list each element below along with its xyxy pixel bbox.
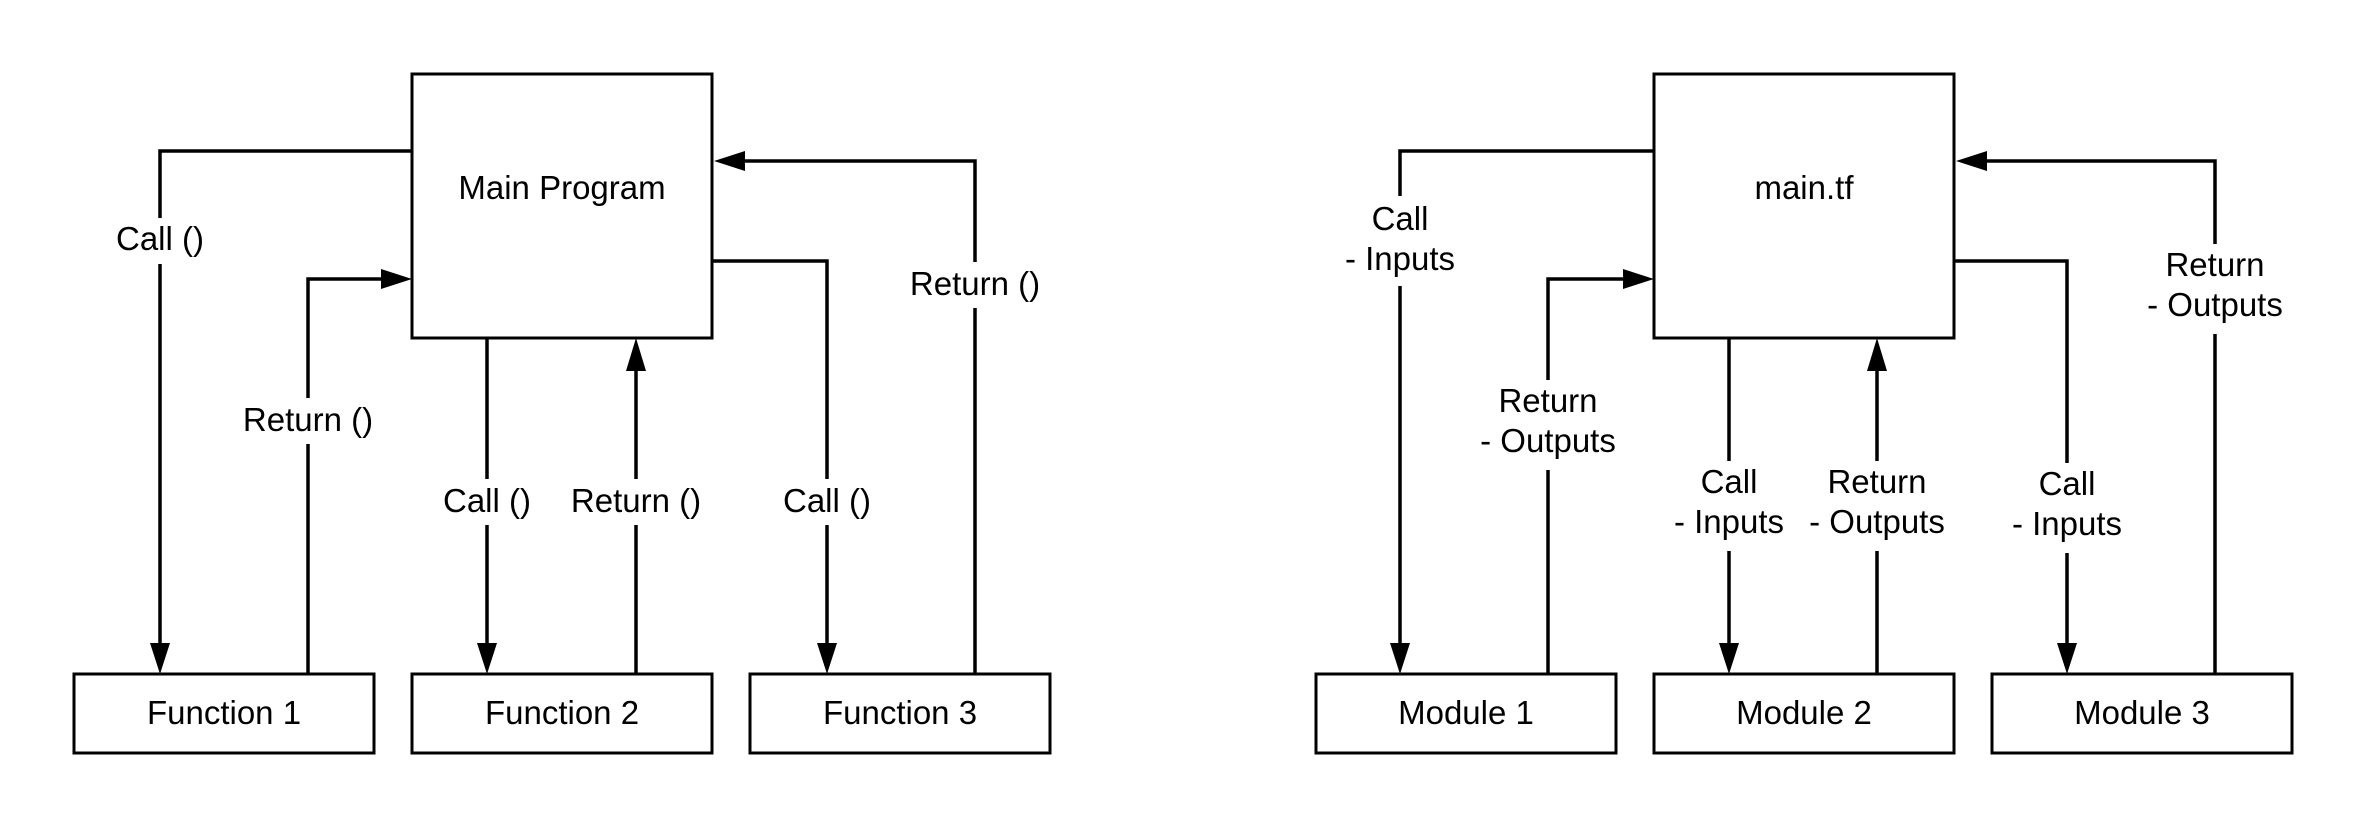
function-1-box [72, 672, 376, 755]
function-1-label: Function 1 [147, 694, 301, 731]
arrowhead-left-main-tf [1956, 151, 1987, 171]
arrowhead-down-module-2 [1719, 643, 1739, 674]
arrowhead-down-function-1 [150, 643, 170, 674]
function-2-box [410, 672, 714, 755]
edge-label-return-outputs-1: Return - Outputs [1473, 380, 1623, 470]
arrowhead-right-main-tf [1623, 269, 1654, 289]
edge-label-return-outputs-3: Return - Outputs [2140, 244, 2290, 334]
arrowhead-down-module-3 [2057, 643, 2077, 674]
left-diagram: Main Program Function 1 Function 2 Funct… [72, 72, 1052, 755]
arrowhead-left-main [714, 151, 745, 171]
svg-text:Call: Call [2039, 465, 2096, 502]
module-2-box [1652, 672, 1956, 755]
svg-text:- Inputs: - Inputs [2012, 505, 2122, 542]
svg-text:Call: Call [1372, 200, 1429, 237]
edge-label-call-inputs-3: Call - Inputs [2002, 463, 2132, 553]
right-diagram: main.tf Module 1 Module 2 Module 3 Call … [1314, 72, 2294, 755]
svg-text:- Inputs: - Inputs [1345, 240, 1455, 277]
edge-function-3-to-main [740, 159, 977, 674]
svg-text:Call (): Call () [443, 482, 531, 519]
svg-text:- Inputs: - Inputs [1674, 503, 1784, 540]
edge-label-call-inputs-2: Call - Inputs [1664, 461, 1794, 551]
main-tf-box [1652, 72, 1956, 340]
arrowhead-right-main [381, 269, 412, 289]
arrowhead-down-function-3 [817, 643, 837, 674]
main-tf-label: main.tf [1754, 169, 1854, 206]
svg-text:Return (): Return () [243, 401, 373, 438]
edge-label-return-outputs-2: Return - Outputs [1802, 461, 1952, 551]
edge-module-1-to-main-tf [1546, 277, 1628, 674]
edge-label-return-1: Return () [238, 398, 378, 444]
edge-function-1-to-main [306, 277, 386, 674]
svg-text:Call (): Call () [783, 482, 871, 519]
module-1-label: Module 1 [1398, 694, 1534, 731]
edge-label-call-3: Call () [775, 479, 879, 525]
edge-label-call-2: Call () [435, 479, 539, 525]
svg-text:Return: Return [1498, 382, 1597, 419]
edge-main-to-function-1 [158, 149, 412, 648]
module-3-box [1990, 672, 2294, 755]
svg-text:- Outputs: - Outputs [1480, 422, 1616, 459]
function-3-box [748, 672, 1052, 755]
svg-text:Call: Call [1701, 463, 1758, 500]
function-2-label: Function 2 [485, 694, 639, 731]
edge-label-return-2: Return () [566, 479, 706, 525]
main-program-box [410, 72, 714, 340]
edge-module-3-to-main-tf [1982, 159, 2217, 674]
svg-text:Return (): Return () [571, 482, 701, 519]
edge-main-to-function-3 [712, 259, 829, 648]
svg-text:- Outputs: - Outputs [2147, 286, 2283, 323]
arrowhead-up-main [626, 338, 646, 371]
module-3-label: Module 3 [2074, 694, 2210, 731]
module-2-label: Module 2 [1736, 694, 1872, 731]
edge-label-call-1: Call () [108, 218, 212, 264]
svg-text:Return: Return [1827, 463, 1926, 500]
svg-text:Return (): Return () [910, 265, 1040, 302]
arrowhead-up-main-tf [1867, 338, 1887, 371]
svg-text:Return: Return [2165, 246, 2264, 283]
arrowhead-down-function-2 [477, 643, 497, 674]
edge-label-return-3: Return () [905, 262, 1045, 308]
main-program-label: Main Program [458, 169, 665, 206]
svg-text:Call (): Call () [116, 220, 204, 257]
edge-label-call-inputs-1: Call - Inputs [1335, 196, 1465, 286]
edge-main-tf-to-module-3 [1954, 259, 2069, 648]
arrowhead-down-module-1 [1390, 643, 1410, 674]
edge-main-tf-to-module-1 [1398, 149, 1654, 648]
module-1-box [1314, 672, 1618, 755]
svg-text:- Outputs: - Outputs [1809, 503, 1945, 540]
function-3-label: Function 3 [823, 694, 977, 731]
